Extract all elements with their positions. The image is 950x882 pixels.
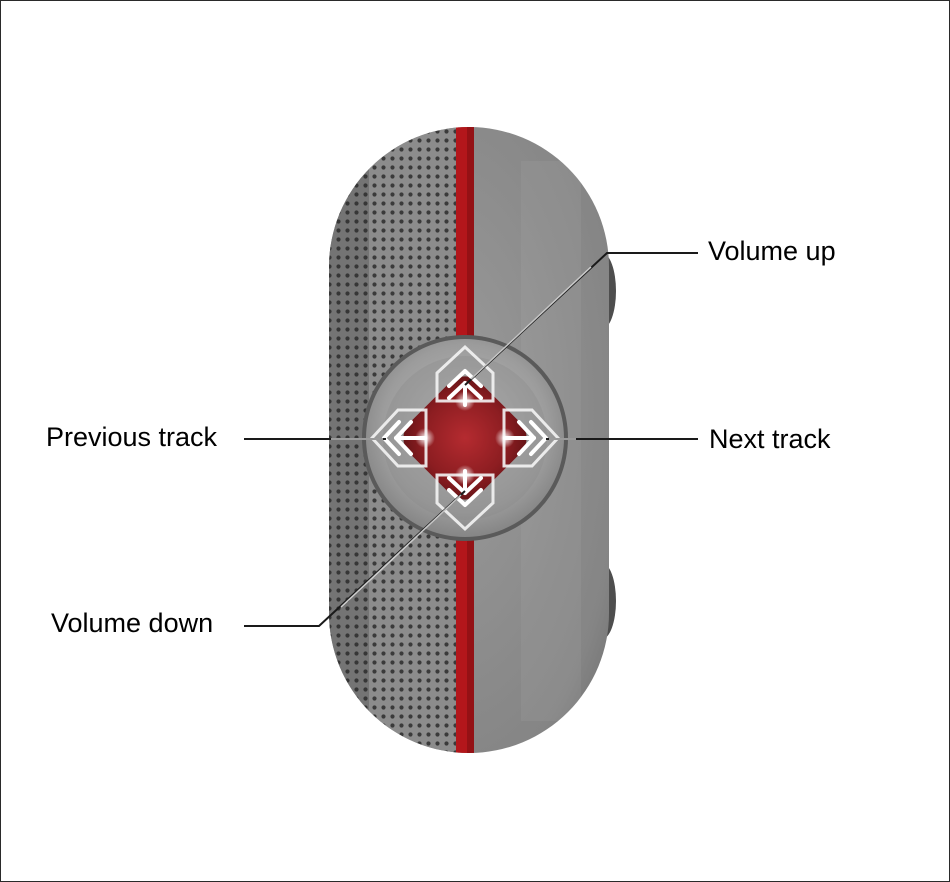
label-volume-down: Volume down [51,610,213,637]
label-volume-up: Volume up [708,238,836,265]
label-next-track: Next track [709,426,831,453]
label-previous-track: Previous track [46,424,217,451]
